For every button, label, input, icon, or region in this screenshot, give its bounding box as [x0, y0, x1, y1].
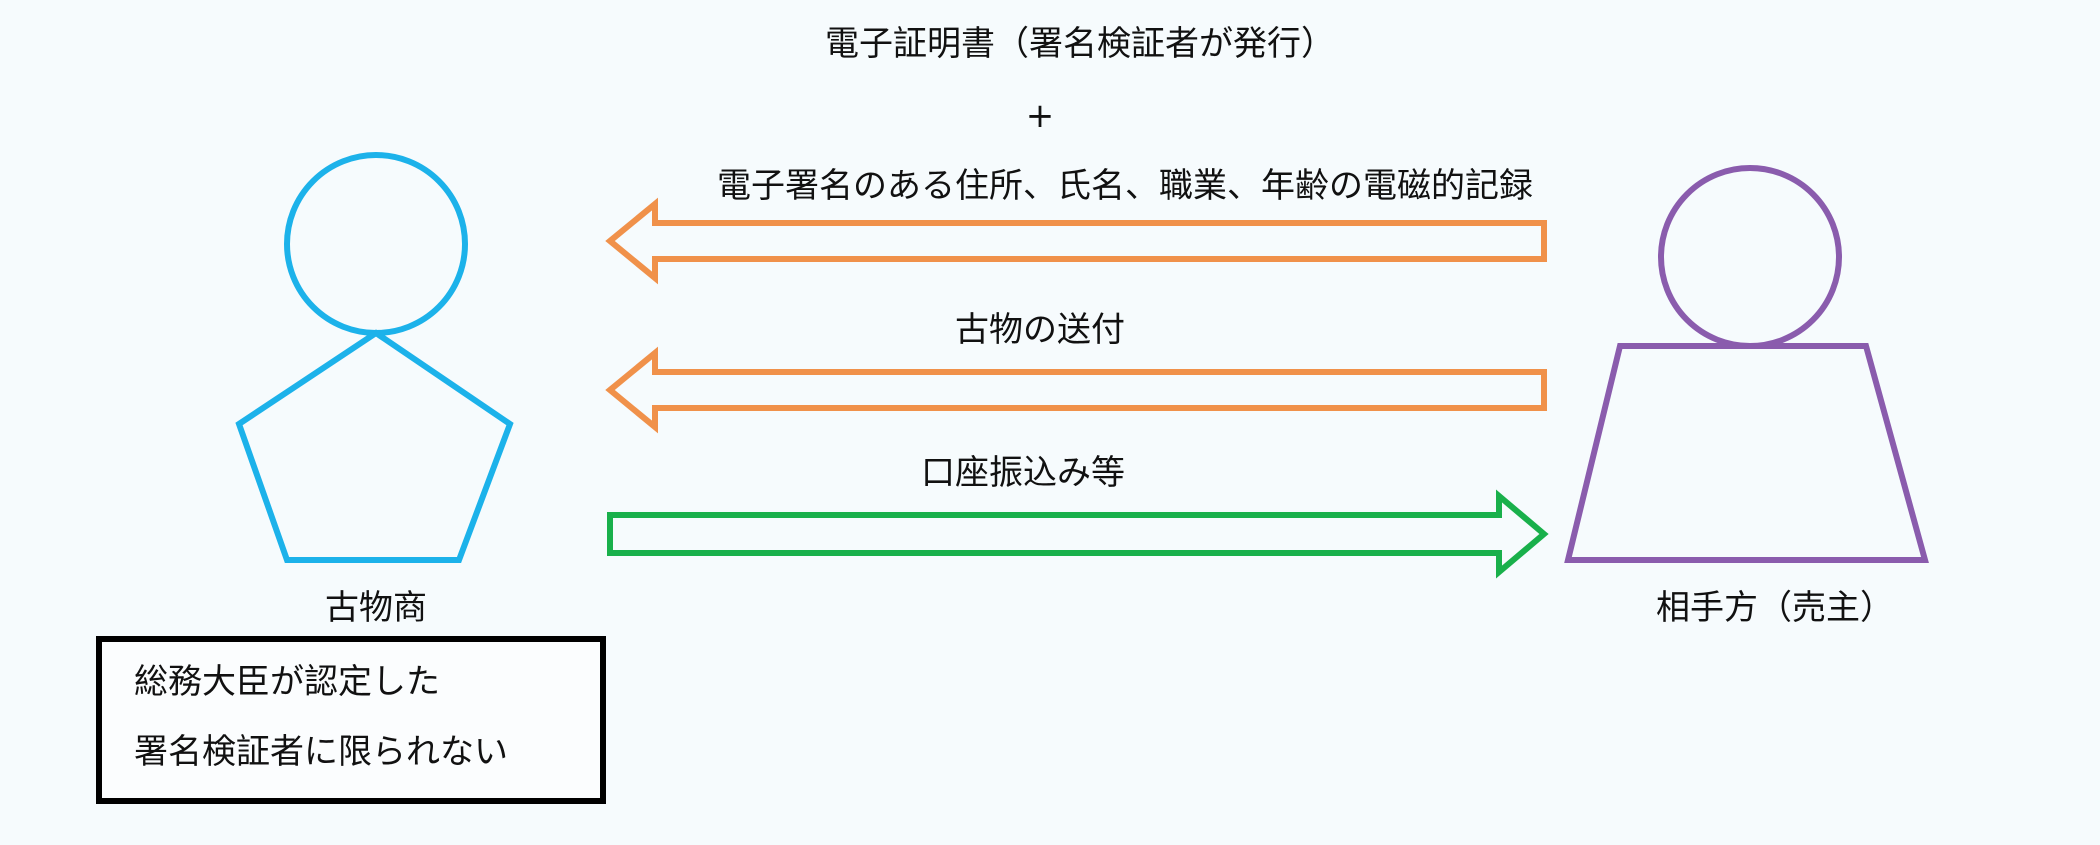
record-arrow — [605, 197, 1547, 285]
record-label: 電子署名のある住所、氏名、職業、年齢の電磁的記録 — [717, 166, 1533, 206]
note-line-1: 総務大臣が認定した — [134, 662, 440, 702]
dealer-head — [284, 152, 468, 336]
goods-arrow — [605, 346, 1547, 434]
certificate-label: 電子証明書（署名検証者が発行） — [825, 24, 1335, 64]
seller-label: 相手方（売主） — [1656, 588, 1894, 628]
note-line-2: 署名検証者に限られない — [134, 732, 508, 772]
plus-sign: + — [1025, 96, 1055, 136]
payment-label: 口座振込み等 — [921, 453, 1125, 493]
dealer-label: 古物商 — [325, 588, 427, 628]
seller-body — [1564, 343, 1929, 563]
goods-shipment-label: 古物の送付 — [955, 310, 1125, 350]
note-box: 総務大臣が認定した 署名検証者に限られない — [96, 636, 606, 804]
seller-head — [1658, 165, 1842, 349]
dealer-body — [235, 329, 514, 563]
payment-arrow — [607, 489, 1549, 579]
dealer-figure — [235, 152, 514, 563]
seller-figure — [1564, 165, 1929, 563]
